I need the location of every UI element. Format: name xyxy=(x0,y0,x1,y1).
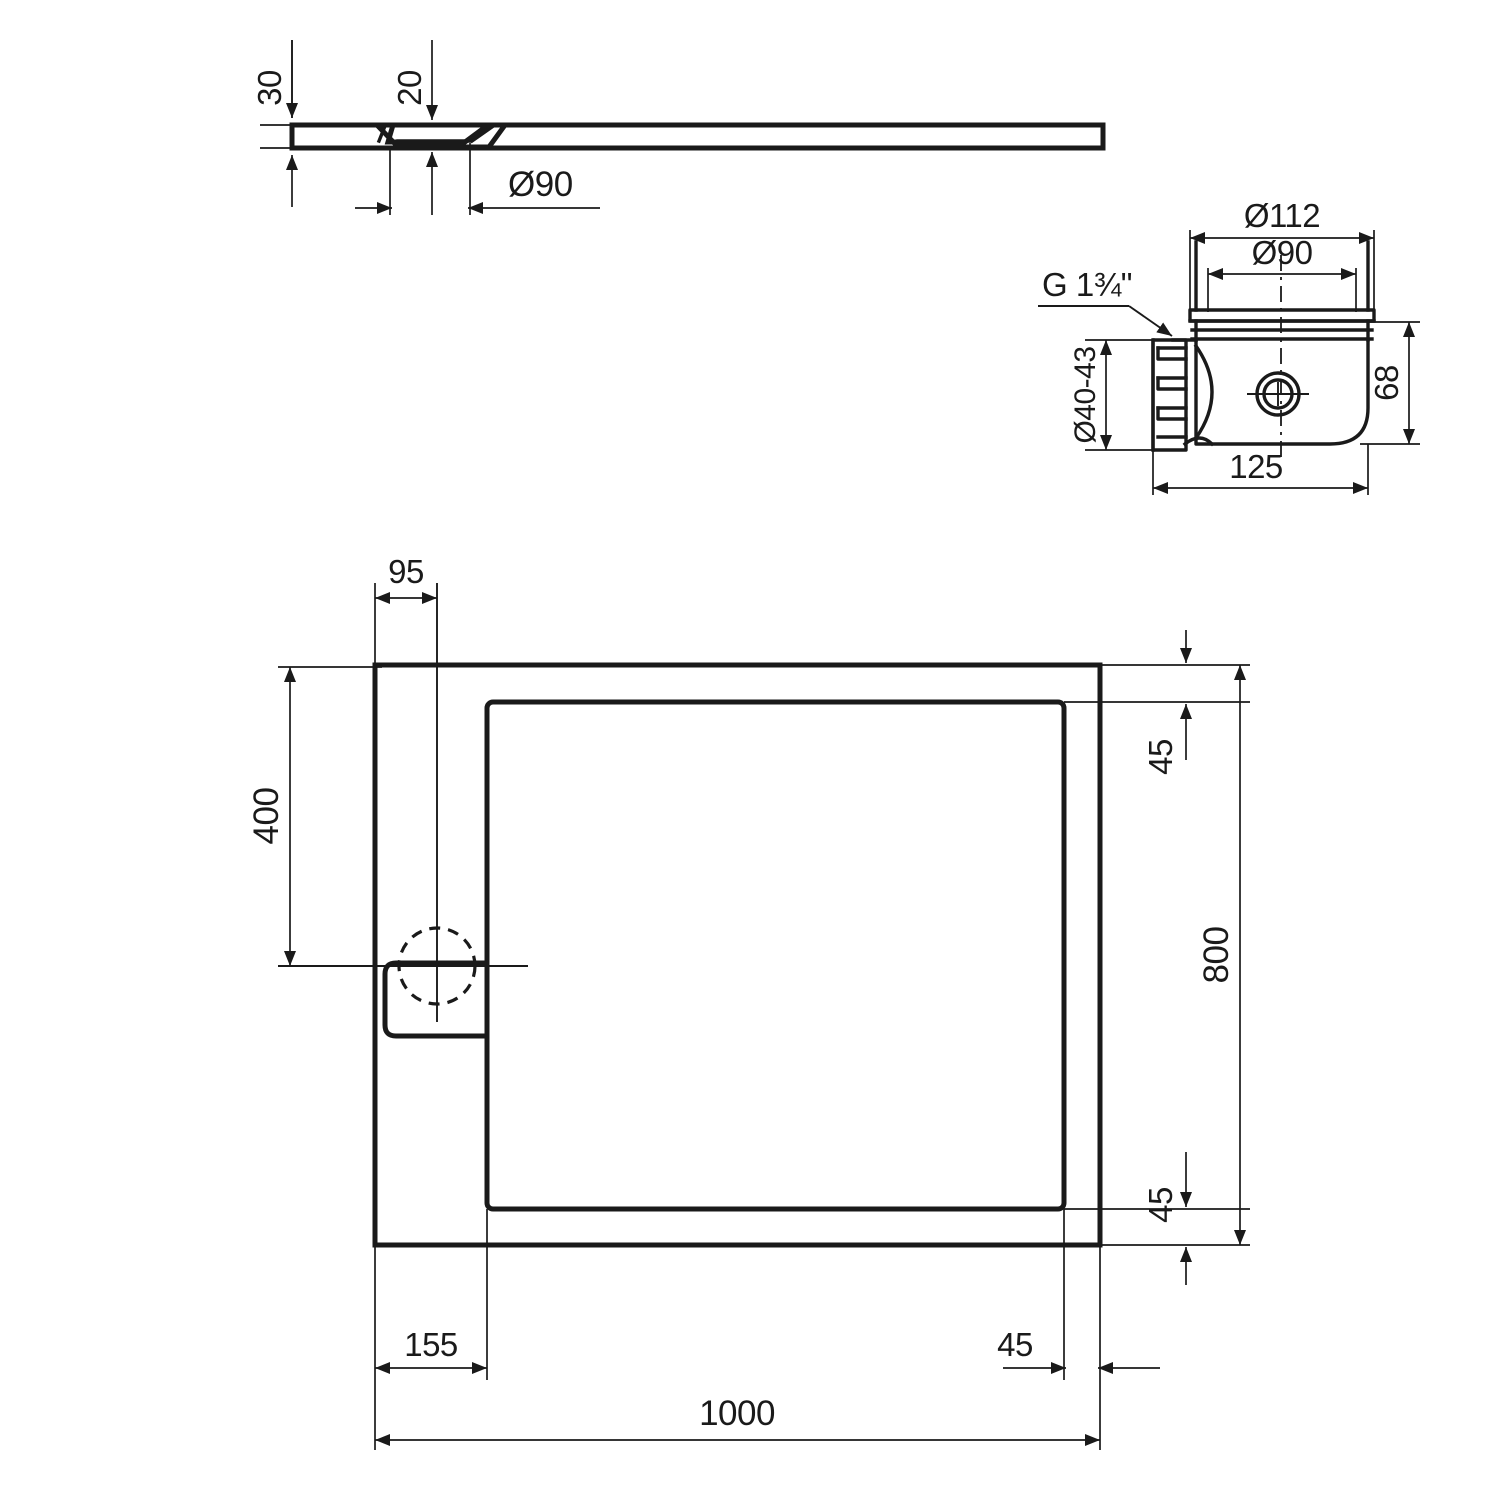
annotation-label-thread: G 1¾" xyxy=(1042,266,1132,303)
dim-tray-width: 1000 xyxy=(375,1394,1100,1446)
trap-body xyxy=(1171,338,1370,447)
dim-label-waste-bore-diameter: Ø90 xyxy=(508,165,573,204)
side-section-view: 30 20 Ø90 xyxy=(251,40,1106,215)
dim-label-rim-width-bottom: 45 xyxy=(1142,1187,1179,1223)
dim-label-flange-diameter: Ø112 xyxy=(1244,197,1320,234)
dim-waste-bore-diameter: Ø90 xyxy=(355,143,600,215)
tray-inner-well xyxy=(484,699,1067,1212)
dim-label-tray-depth: 800 xyxy=(1197,927,1236,984)
trap-cleaning-eye xyxy=(1247,371,1309,417)
dim-label-rim-width-top: 45 xyxy=(1142,739,1179,775)
dim-label-tray-width: 1000 xyxy=(699,1394,775,1433)
dim-outlet-diameter: Ø40-43 xyxy=(1069,339,1160,451)
dim-waste-offset-y: 400 xyxy=(247,666,382,966)
dim-label-waste-offset-x: 95 xyxy=(388,553,424,590)
waste-trap-detail: Ø112 Ø90 Ø40-43 68 xyxy=(1038,197,1420,495)
tray-outer-outline xyxy=(372,662,1103,1248)
dim-rim-width-right: 45 xyxy=(997,1326,1160,1374)
dim-waste-recess-depth: 20 xyxy=(391,40,438,215)
dim-rim-width-bottom: 45 xyxy=(1142,1152,1192,1285)
dim-trap-length: 125 xyxy=(1152,444,1369,495)
dim-tray-height: 30 xyxy=(251,40,330,207)
tray-section-profile xyxy=(289,122,1106,151)
dim-label-outlet-diameter: Ø40-43 xyxy=(1069,346,1102,443)
dim-label-trap-height: 68 xyxy=(1368,365,1405,401)
dim-label-waste-recess-depth: 20 xyxy=(391,70,428,106)
trap-flange-body xyxy=(1188,240,1376,342)
dim-label-tray-height: 30 xyxy=(251,70,288,106)
dim-tray-depth: 800 xyxy=(1197,665,1246,1245)
dim-trap-height: 68 xyxy=(1360,321,1420,445)
dim-waste-offset-x: 95 xyxy=(374,553,437,665)
dim-label-waste-offset-y: 400 xyxy=(247,788,286,845)
dim-trap-bore-diameter: Ø90 xyxy=(1207,234,1357,312)
trap-outlet-spigot xyxy=(1151,338,1188,452)
dim-label-rim-width-right: 45 xyxy=(997,1326,1033,1363)
top-plan-view: 95 400 45 800 xyxy=(247,553,1250,1450)
dim-label-trap-length: 125 xyxy=(1229,448,1283,485)
dim-flange-diameter: Ø112 xyxy=(1189,197,1375,312)
waste-recess-pocket xyxy=(382,960,490,1039)
dim-label-trap-bore-diameter: Ø90 xyxy=(1252,234,1313,271)
annotation-thread-callout: G 1¾" xyxy=(1038,266,1173,337)
dim-label-waste-edge-offset: 155 xyxy=(404,1326,458,1363)
dim-rim-width-top: 45 xyxy=(1142,630,1192,775)
dim-waste-edge-offset: 155 xyxy=(375,1326,487,1374)
